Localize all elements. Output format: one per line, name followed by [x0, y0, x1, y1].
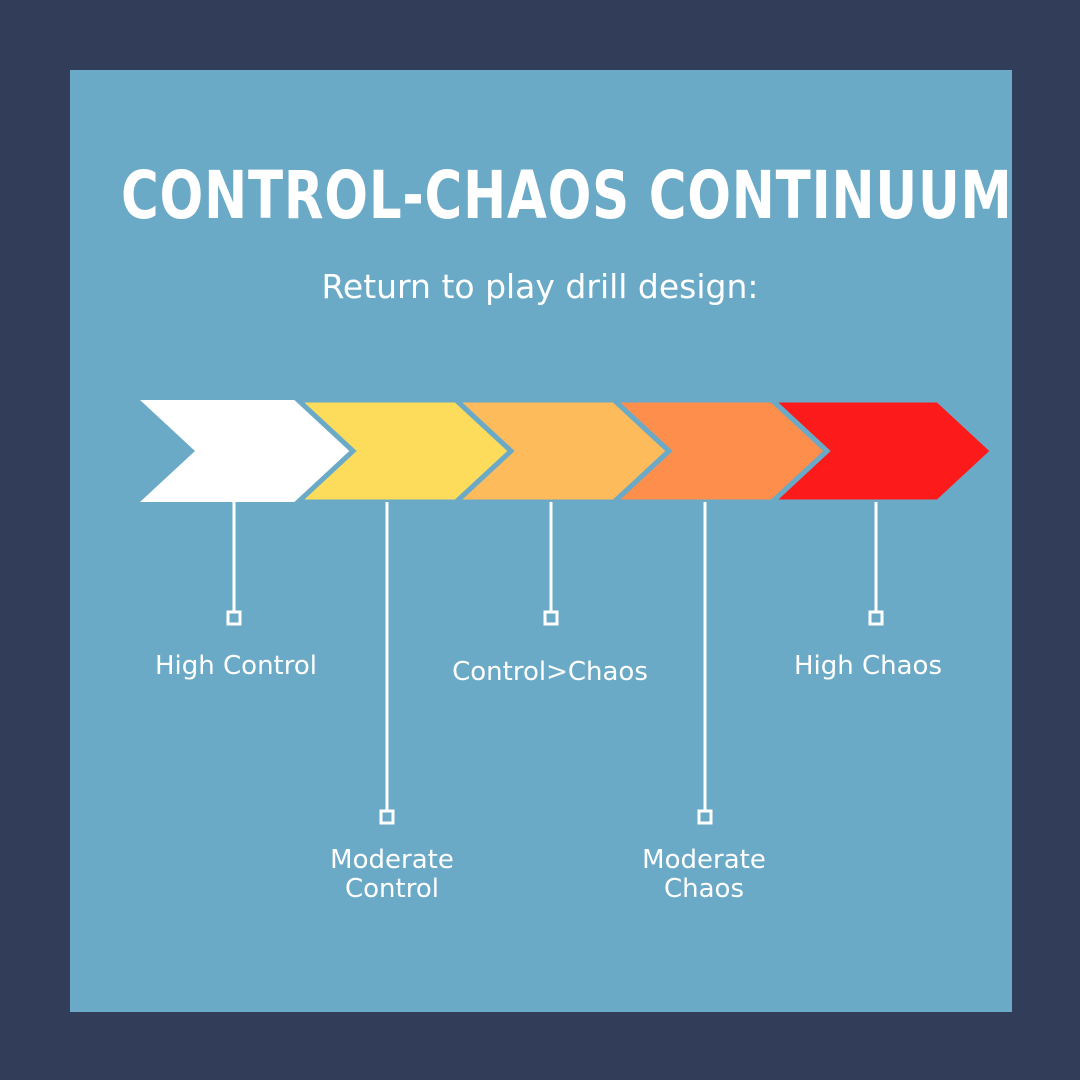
chevron-high-chaos: [765, 397, 997, 505]
connector-square-moderate-control: [379, 809, 395, 825]
connector-square-moderate-chaos: [697, 809, 713, 825]
stage-label-high-control: High Control: [155, 651, 317, 681]
stage-label-high-chaos: High Chaos: [794, 651, 942, 681]
connector-square-control-gt-chaos: [543, 610, 559, 626]
connector-square-high-chaos: [868, 610, 884, 626]
diagram-title: CONTROL-CHAOS CONTINUUM: [121, 157, 1013, 234]
content-panel: [70, 70, 1012, 1012]
connector-square-high-control: [226, 610, 242, 626]
diagram-subtitle: Return to play drill design:: [321, 267, 759, 306]
chevron-high-control: [140, 400, 353, 502]
stage-label-control-gt-chaos: Control>Chaos: [452, 657, 648, 687]
